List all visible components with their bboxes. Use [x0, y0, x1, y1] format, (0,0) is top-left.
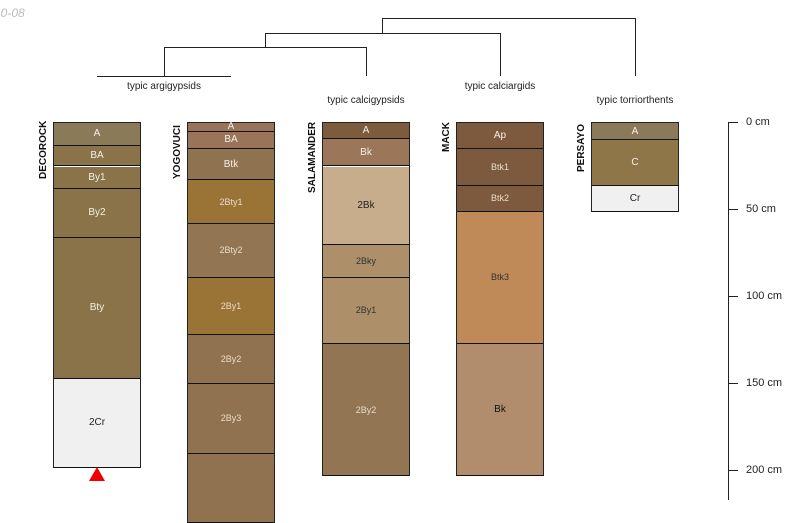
- depth-tick-label: 100 cm: [746, 290, 783, 302]
- dendro-branch: [635, 18, 636, 76]
- profile-name: YOGOVUCI: [172, 125, 183, 180]
- horizon: Ap: [457, 123, 543, 150]
- horizon: [188, 453, 274, 523]
- horizon: By1: [54, 166, 140, 190]
- dendro-branch: [500, 33, 501, 76]
- dendro-branch: [382, 18, 635, 19]
- depth-tick: [728, 209, 738, 210]
- horizon: Btk: [188, 149, 274, 181]
- profile-name: SALAMANDER: [307, 121, 318, 193]
- horizon: 2Bty1: [188, 180, 274, 224]
- group-label: typic torriorthents: [596, 95, 674, 106]
- depth-tick: [728, 383, 738, 384]
- horizon: Cr: [592, 185, 678, 212]
- horizon: Btk3: [457, 211, 543, 344]
- horizon: A: [188, 121, 274, 132]
- dendro-branch: [164, 47, 165, 76]
- profile-name: MACK: [441, 121, 452, 152]
- dendro-branch: [265, 33, 266, 47]
- horizon: 2By2: [323, 343, 409, 477]
- horizon: 2Bky: [323, 244, 409, 278]
- horizon: 2By2: [188, 335, 274, 384]
- dendro-branch: [164, 47, 366, 48]
- horizon: BA: [188, 131, 274, 150]
- truncation-marker-icon: [89, 467, 105, 481]
- profile-name: PERSAYO: [576, 124, 587, 173]
- depth-tick-label: 0 cm: [746, 116, 770, 128]
- horizon: A: [323, 123, 409, 139]
- corner-label: 10-08: [0, 6, 25, 20]
- group-label: typic calcigypsids: [327, 95, 405, 106]
- horizon: Bk: [323, 138, 409, 167]
- profile-name: DECOROCK: [38, 120, 49, 180]
- horizon: A: [592, 123, 678, 141]
- horizon: A: [54, 123, 140, 146]
- dendro-branch: [366, 47, 367, 76]
- horizon: 2Cr: [54, 378, 140, 468]
- horizon: By2: [54, 189, 140, 238]
- horizon: Btk1: [457, 149, 543, 186]
- horizon: 2Bk: [323, 166, 409, 245]
- horizon: 2By1: [323, 277, 409, 344]
- depth-tick-label: 200 cm: [746, 464, 783, 476]
- depth-tick: [728, 296, 738, 297]
- dendro-branch: [382, 18, 383, 33]
- horizon: Btk2: [457, 185, 543, 212]
- depth-axis: [728, 122, 729, 500]
- horizon: 2Bty2: [188, 223, 274, 278]
- horizon: Bk: [457, 343, 543, 477]
- horizon: 2By3: [188, 384, 274, 454]
- depth-tick-label: 150 cm: [746, 377, 783, 389]
- depth-tick-label: 50 cm: [746, 203, 776, 215]
- dendro-branch: [97, 76, 231, 77]
- dendro-branch: [265, 33, 500, 34]
- depth-tick: [728, 470, 738, 471]
- group-label: typic argigypsids: [127, 81, 201, 92]
- depth-tick: [728, 122, 738, 123]
- horizon: C: [592, 140, 678, 186]
- group-label: typic calciargids: [464, 81, 536, 92]
- horizon: BA: [54, 145, 140, 167]
- horizon: Bty: [54, 237, 140, 379]
- horizon: 2By1: [188, 277, 274, 336]
